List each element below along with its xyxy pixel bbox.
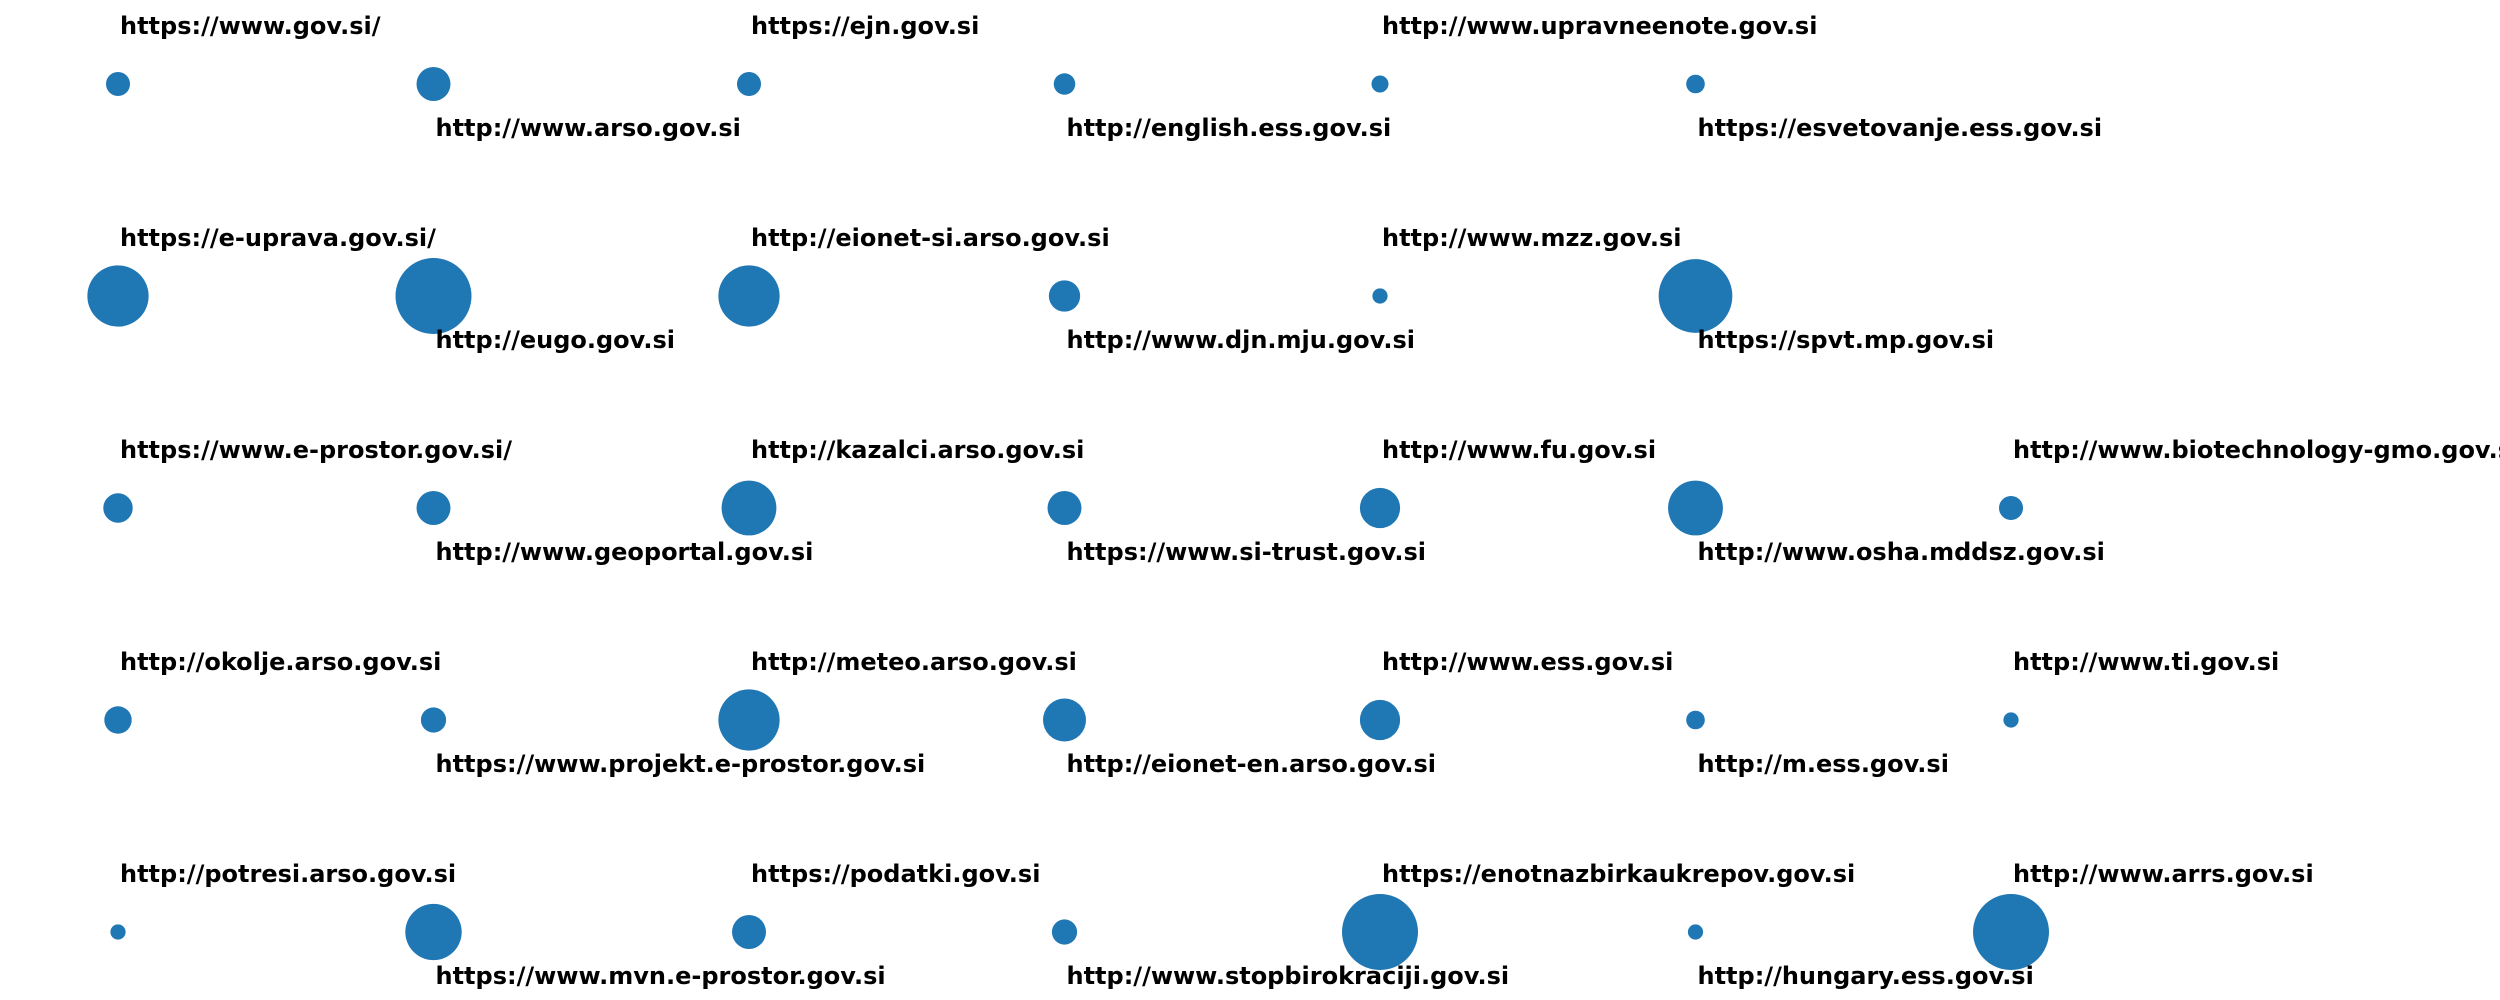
- bubble-point: [1658, 259, 1733, 333]
- bubble-label: http://english.ess.gov.si: [1067, 114, 1392, 142]
- bubble-point: [1668, 480, 1723, 536]
- bubble-label: https://www.projekt.e-prostor.gov.si: [436, 750, 926, 778]
- bubble-point: [105, 71, 131, 97]
- bubble-label: http://www.arso.gov.si: [436, 114, 741, 142]
- bubble-label: http://www.djn.mju.gov.si: [1067, 326, 1415, 354]
- labels-layer: https://www.gov.si/http://www.arso.gov.s…: [120, 12, 2500, 990]
- bubble-label: http://www.mzz.gov.si: [1382, 224, 1681, 252]
- bubble-point: [1371, 75, 1389, 93]
- bubble-label: https://podatki.gov.si: [751, 860, 1040, 888]
- bubble-label: http://www.ess.gov.si: [1382, 648, 1673, 676]
- bubble-point: [1372, 288, 1388, 304]
- bubble-point: [736, 71, 762, 97]
- bubble-point: [1048, 280, 1081, 312]
- bubble-point: [103, 493, 133, 523]
- bubble-point: [732, 915, 766, 949]
- bubbles-layer: [87, 67, 2049, 970]
- bubble-label: https://e-uprava.gov.si/: [120, 224, 436, 252]
- bubble-label: http://hungary.ess.gov.si: [1698, 962, 2034, 990]
- bubble-label: http://eionet-si.arso.gov.si: [751, 224, 1110, 252]
- bubble-label: https://www.mvn.e-prostor.gov.si: [436, 962, 886, 990]
- bubble-label: http://www.fu.gov.si: [1382, 436, 1656, 464]
- bubble-point: [1998, 495, 2024, 521]
- bubble-point: [1053, 73, 1076, 95]
- bubble-point: [416, 67, 451, 101]
- bubble-label: http://www.ti.gov.si: [2013, 648, 2279, 676]
- bubble-point: [718, 265, 780, 327]
- bubble-label: http://kazalci.arso.gov.si: [751, 436, 1084, 464]
- bubble-label: http://meteo.arso.gov.si: [751, 648, 1077, 676]
- bubble-point: [110, 924, 126, 940]
- bubble-point: [1051, 919, 1078, 945]
- bubble-point: [1047, 491, 1082, 525]
- bubble-point: [104, 706, 132, 734]
- bubble-point: [1686, 74, 1705, 94]
- bubble-label: https://spvt.mp.gov.si: [1698, 326, 1995, 354]
- bubble-label: http://eugo.gov.si: [436, 326, 675, 354]
- bubble-point: [395, 258, 472, 334]
- bubble-point: [1686, 710, 1705, 730]
- bubble-point: [1973, 894, 2049, 970]
- bubble-label: http://www.stopbirokraciji.gov.si: [1067, 962, 1510, 990]
- bubble-label: http://www.geoportal.gov.si: [436, 538, 814, 566]
- bubble-label: http://www.arrs.gov.si: [2013, 860, 2314, 888]
- bubble-label: https://ejn.gov.si: [751, 12, 979, 40]
- bubble-point: [721, 480, 777, 536]
- bubble-point: [2003, 712, 2019, 728]
- bubble-point: [718, 689, 780, 751]
- bubble-point: [1359, 699, 1401, 741]
- bubble-label: http://okolje.arso.gov.si: [120, 648, 441, 676]
- bubble-label: https://enotnazbirkaukrepov.gov.si: [1382, 860, 1855, 888]
- bubble-point: [1687, 924, 1704, 940]
- bubble-point: [416, 491, 451, 525]
- bubble-label: http://www.biotechnology-gmo.gov.si: [2013, 436, 2500, 464]
- bubble-point: [420, 707, 447, 733]
- bubble-point: [405, 903, 462, 961]
- bubble-label: https://www.si-trust.gov.si: [1067, 538, 1426, 566]
- bubble-label: http://www.upravneenote.gov.si: [1382, 12, 1817, 40]
- bubble-label: http://m.ess.gov.si: [1698, 750, 1949, 778]
- bubble-label: http://eionet-en.arso.gov.si: [1067, 750, 1437, 778]
- bubble-point: [87, 265, 149, 327]
- bubble-label: https://www.e-prostor.gov.si/: [120, 436, 512, 464]
- bubble-point: [1342, 894, 1418, 970]
- bubble-label: https://www.gov.si/: [120, 12, 381, 40]
- bubble-label: http://potresi.arso.gov.si: [120, 860, 456, 888]
- bubble-label: http://www.osha.mddsz.gov.si: [1698, 538, 2105, 566]
- bubble-point: [1043, 698, 1086, 742]
- bubble-point: [1359, 487, 1401, 529]
- bubble-label: https://esvetovanje.ess.gov.si: [1698, 114, 2103, 142]
